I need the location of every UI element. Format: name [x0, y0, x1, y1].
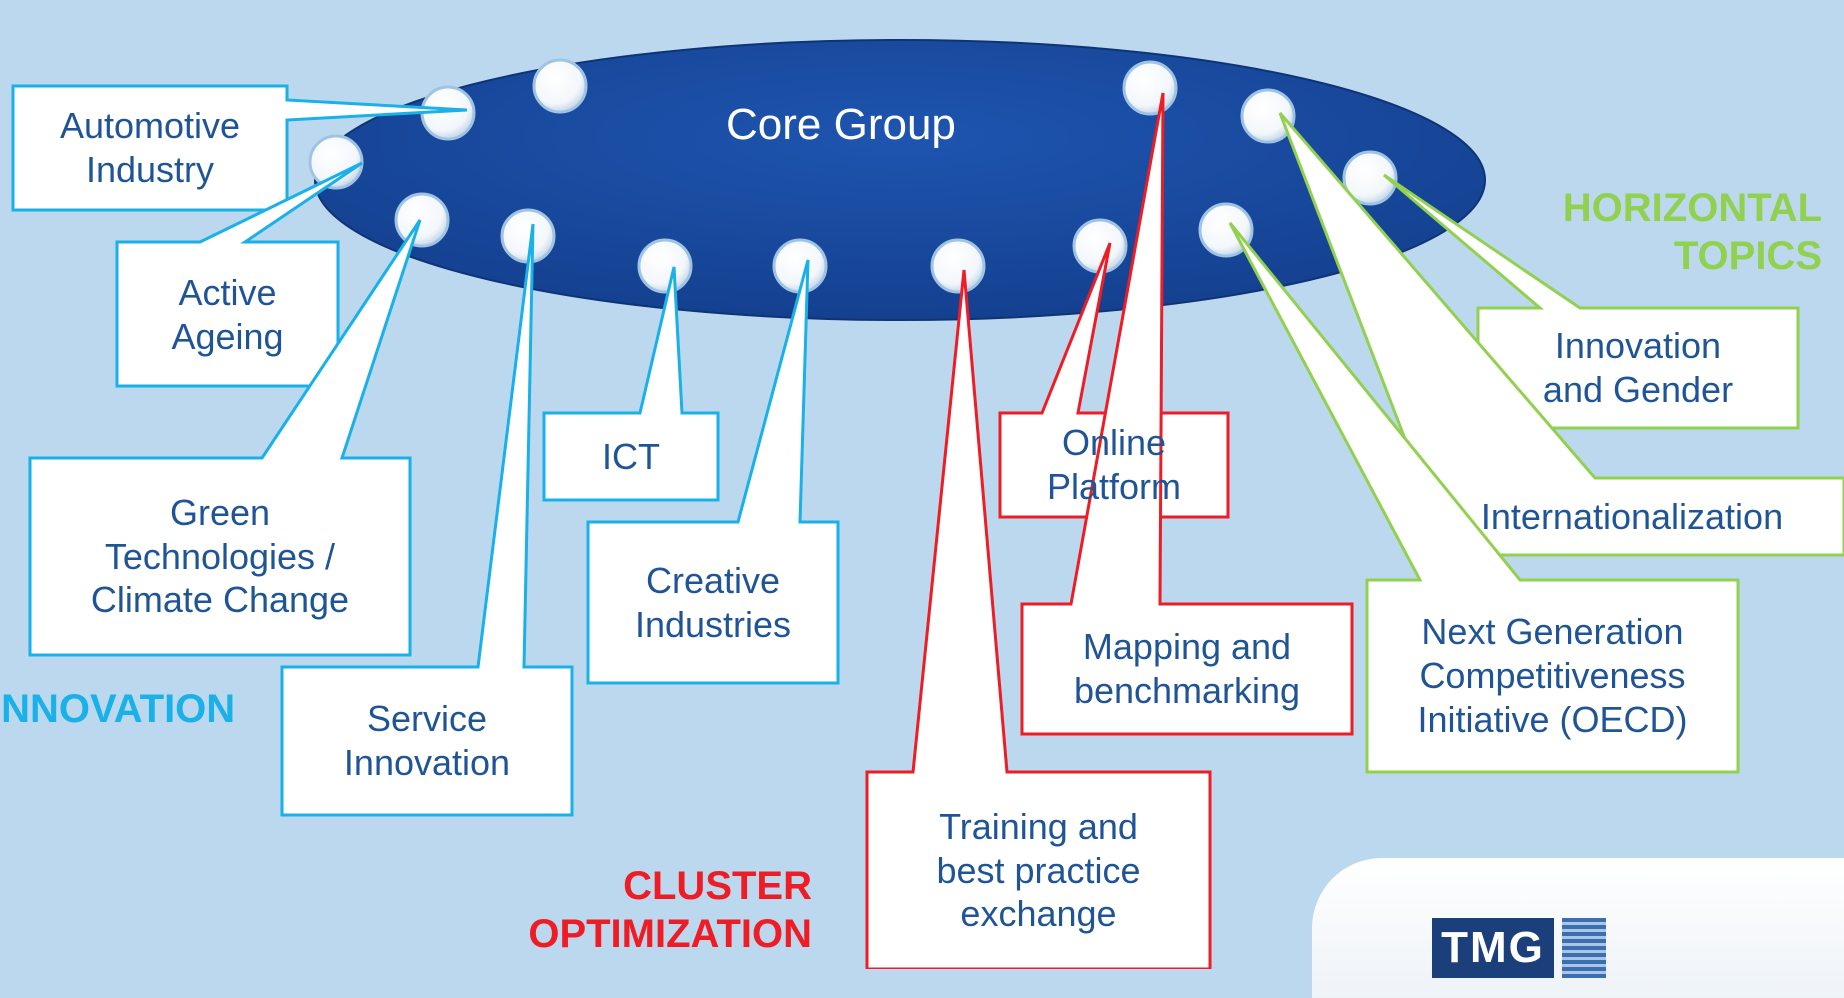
tmg-logo: TMG	[1432, 918, 1554, 978]
dot	[637, 238, 693, 294]
next-generation-label: Next Generation Competitiveness Initiati…	[1417, 611, 1688, 740]
diagram-canvas	[11, 39, 1844, 969]
callout-service-innovation	[280, 223, 574, 817]
dot	[394, 192, 450, 248]
automotive-industry-label: Automotive Industry	[59, 105, 241, 190]
callout-creative	[586, 259, 840, 685]
training-label: Training and best practice exchange	[936, 805, 1141, 935]
online-platform-label: Online Platform	[1046, 422, 1182, 507]
dot	[1122, 60, 1178, 116]
mapping-benchmarking-label: Mapping and benchmarking	[1073, 626, 1301, 711]
core-group-ellipse	[314, 39, 1486, 321]
dot	[930, 238, 986, 294]
dot	[308, 134, 364, 190]
dot	[1240, 88, 1296, 144]
innovation-heading: INNOVATION	[0, 687, 236, 731]
connector-dots	[308, 58, 1398, 294]
innovation-gender-label: Innovation and Gender	[1542, 325, 1734, 410]
callout-shapes	[11, 84, 1844, 969]
logo-building-icon	[1562, 918, 1606, 978]
core-group-label: Core Group	[726, 100, 956, 149]
internationalization-label: Internationalization	[1480, 495, 1784, 537]
cluster-optimization-heading: CLUSTER OPTIMIZATION	[528, 864, 812, 956]
callout-next-gen	[1228, 222, 1740, 774]
dot	[1342, 150, 1398, 206]
callout-active-ageing	[115, 161, 363, 388]
horizontal-topics-heading: HORIZONTAL TOPICS	[1562, 186, 1822, 278]
creative-industries-label: Creative Industries	[634, 559, 792, 645]
callout-green-tech	[28, 219, 422, 657]
callout-ict	[542, 266, 720, 502]
diagram: Core Group Automotive Industry Active Ag…	[0, 39, 1844, 998]
service-innovation-label: Service Innovation	[343, 698, 511, 783]
dot	[532, 58, 588, 114]
green-technologies-label: Green Technologies / Climate Change	[90, 491, 350, 621]
ict-label: ICT	[602, 435, 660, 477]
active-ageing-label: Active Ageing	[171, 272, 284, 357]
callout-training	[865, 269, 1212, 969]
callout-automotive	[11, 84, 468, 212]
callout-mapping	[1020, 92, 1354, 736]
